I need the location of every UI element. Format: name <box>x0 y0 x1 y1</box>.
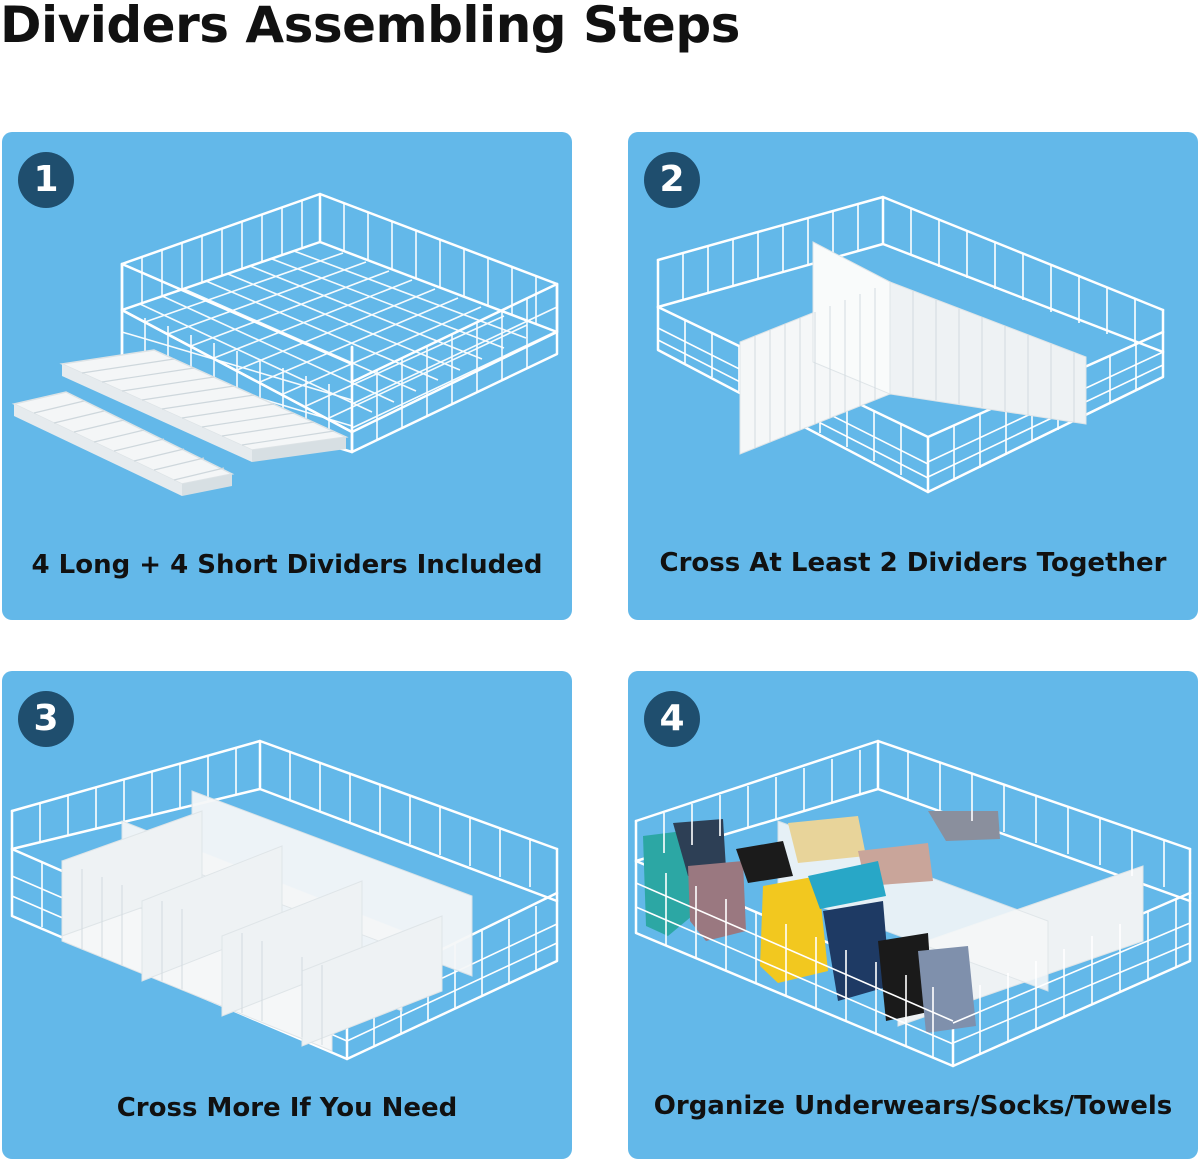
wire-basket-with-crossed-dividers-illustration <box>656 195 1165 494</box>
step-number-badge: 4 <box>644 691 700 747</box>
wire-basket-with-divider-grid-illustration <box>10 739 559 1061</box>
wire-basket-with-socks-illustration <box>634 739 1192 1068</box>
divider-grid <box>61 790 473 1052</box>
divider-stack-short <box>11 391 235 496</box>
step-panel-3: 3 Cross More If You Need <box>2 671 572 1159</box>
step-panel-4: 4 Organize Underwears/Socks/Towels <box>628 671 1198 1159</box>
step-caption: Cross At Least 2 Dividers Together <box>659 548 1167 578</box>
crossed-dividers <box>739 241 1087 455</box>
step-caption: Cross More If You Need <box>116 1093 458 1123</box>
step-panel-2: 2 Cross At Least 2 Dividers Together <box>628 132 1198 620</box>
divider-stack-long <box>59 349 349 462</box>
step-number-badge: 1 <box>18 152 74 208</box>
step-number-badge: 3 <box>18 691 74 747</box>
wire-basket-with-divider-stacks-illustration <box>11 192 559 496</box>
page-title: Dividers Assembling Steps <box>0 0 740 54</box>
step-caption: Organize Underwears/Socks/Towels <box>653 1091 1173 1121</box>
step-number-badge: 2 <box>644 152 700 208</box>
step-caption: 4 Long + 4 Short Dividers Included <box>31 550 543 580</box>
step-panel-1: 1 4 Long + 4 Short Dividers Included <box>2 132 572 620</box>
socks-and-underwear <box>643 811 1000 1033</box>
